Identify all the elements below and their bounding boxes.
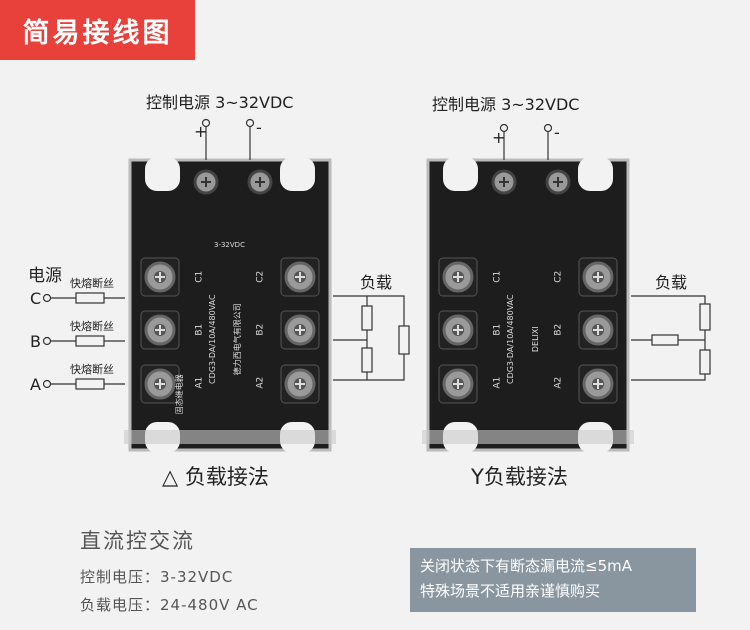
phase-a: A: [30, 375, 41, 394]
relay-type: 固态继电器: [174, 374, 184, 415]
minus-label: -: [554, 123, 560, 142]
terminal-c1: C1: [492, 270, 503, 283]
fuse-label: 快熔断丝: [70, 277, 114, 290]
terminal-c1: C1: [194, 270, 205, 283]
plus-label: +: [194, 122, 208, 141]
fuse-label: 快熔断丝: [70, 363, 114, 376]
terminal-b1: B1: [194, 323, 205, 336]
phase-b: B: [30, 332, 41, 351]
terminal-b2: B2: [553, 323, 564, 336]
terminal-b2: B2: [255, 323, 266, 336]
terminal-c2: C2: [553, 270, 564, 283]
control-power-label: 控制电源 3~32VDC: [146, 93, 294, 112]
control-power-label: 控制电源 3~32VDC: [432, 95, 580, 114]
terminal-c2: C2: [255, 270, 266, 283]
load-label: 负载: [655, 273, 688, 292]
terminal-b1: B1: [492, 323, 503, 336]
control-voltage: 控制电压：3-32VDC: [80, 568, 234, 586]
section-title: 简易接线图: [0, 0, 195, 60]
relay-brand: DELIXI: [530, 326, 540, 353]
delta-caption: △ 负载接法: [162, 465, 269, 489]
minus-label: -: [256, 118, 262, 137]
relay-y: [422, 157, 634, 453]
terminal-a2: A2: [255, 376, 266, 389]
terminal-a1: A1: [492, 376, 503, 389]
note-line-2: 特殊场景不适用亲谨慎购买: [420, 582, 601, 600]
power-source-label: 电源: [28, 266, 62, 286]
input-mark: 3-32VDC: [214, 241, 245, 249]
load-voltage: 负载电压：24-480V AC: [80, 596, 259, 614]
note-line-1: 关闭状态下有断态漏电流≤5mA: [420, 557, 632, 575]
terminal-a1: A1: [194, 376, 205, 389]
terminal-a2: A2: [553, 376, 564, 389]
relay-maker: 德力西电气有限公司: [232, 303, 242, 376]
y-caption: Y负载接法: [471, 465, 568, 489]
plus-label: +: [492, 128, 506, 147]
load-label: 负载: [360, 273, 393, 292]
relay-model: CDG3-DA/10A/480VAC: [505, 294, 515, 385]
fuse-label: 快熔断丝: [70, 320, 114, 333]
relay-model: CDG3-DA/10A/480VAC: [207, 294, 217, 385]
info-heading: 直流控交流: [80, 529, 195, 553]
phase-c: C: [30, 289, 42, 308]
leakage-note: 关闭状态下有断态漏电流≤5mA 特殊场景不适用亲谨慎购买: [410, 548, 696, 612]
relay-delta: [124, 157, 336, 453]
